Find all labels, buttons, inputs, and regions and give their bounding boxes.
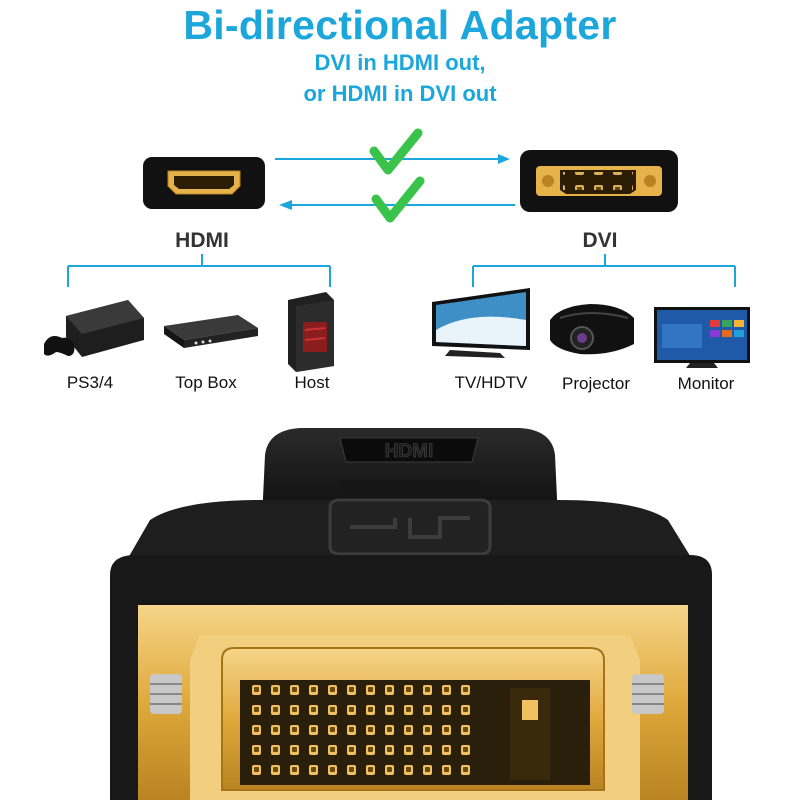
device-label-projector: Projector — [561, 374, 631, 393]
device-label-host: Host — [294, 373, 330, 392]
subtitle-line-1: DVI in HDMI out, — [314, 50, 486, 75]
hdmi-label: HDMI — [175, 229, 229, 252]
monitor-icon — [654, 307, 750, 368]
projector-icon — [550, 304, 634, 355]
adapter-embossed-text: HDMI — [385, 441, 434, 462]
check-icon — [371, 176, 425, 223]
hdmi-port-icon — [143, 157, 265, 209]
device-label-ps: PS3/4 — [66, 373, 114, 392]
pc-tower-icon — [288, 292, 334, 372]
tv-icon — [432, 288, 530, 358]
device-label-monitor: Monitor — [677, 374, 735, 393]
dvi-bracket — [472, 254, 736, 287]
device-label-topbox: Top Box — [175, 373, 237, 392]
check-icon — [369, 128, 423, 175]
dvi-label: DVI — [582, 229, 618, 252]
game-console-icon — [44, 300, 144, 357]
set-top-box-icon — [164, 315, 258, 348]
arrow-right-icon — [275, 154, 510, 164]
hdmi-bracket — [67, 254, 331, 287]
page-title: Bi-directional Adapter — [183, 2, 617, 48]
dvi-port-icon — [520, 150, 678, 212]
device-label-tv: TV/HDTV — [454, 373, 528, 392]
adapter-photo: HDMI — [110, 428, 712, 800]
subtitle-line-2: or HDMI in DVI out — [303, 81, 497, 106]
